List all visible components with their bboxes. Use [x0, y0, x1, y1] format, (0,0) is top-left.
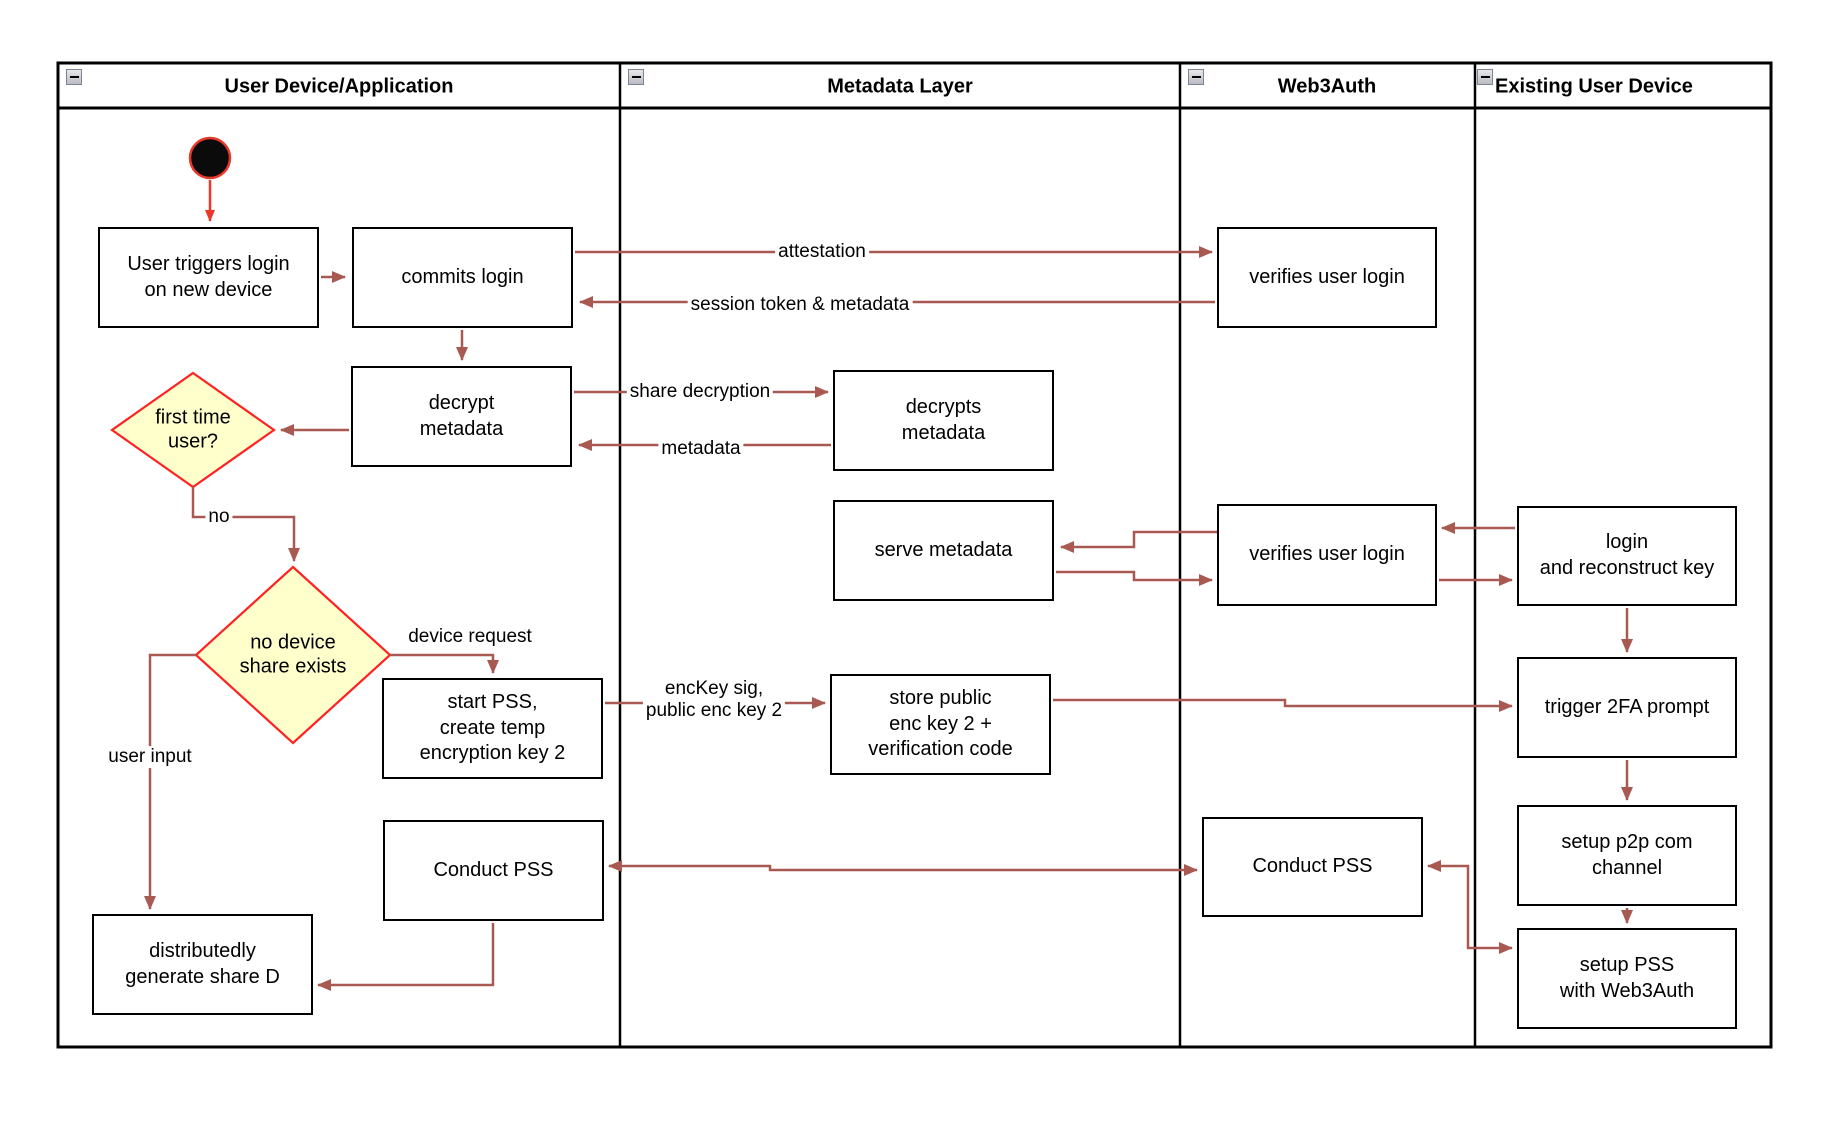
edge-label-metadata: metadata — [658, 438, 744, 460]
edge-conduct-w3a-setup-pss[interactable] — [1427, 860, 1513, 954]
edge-first-time-no-path[interactable] — [191, 487, 300, 562]
edge-label-device-request: device request — [408, 626, 532, 648]
collapse-icon[interactable] — [1188, 69, 1204, 85]
edge-label-share-decryption: share decryption — [626, 381, 774, 403]
node-verifies-user-login-2[interactable]: verifies user login — [1217, 504, 1437, 606]
edge-serve-to-verifies2[interactable] — [1056, 570, 1213, 586]
node-trigger-2fa-prompt[interactable]: trigger 2FA prompt — [1517, 657, 1737, 758]
edge-device-request[interactable] — [390, 653, 499, 674]
node-serve-metadata[interactable]: serve metadata — [833, 500, 1054, 601]
node-setup-p2p-channel[interactable]: setup p2p com channel — [1517, 805, 1737, 906]
lane-title-existing-user-device: Existing User Device — [1495, 75, 1693, 98]
edge-conduct-pss-link[interactable] — [608, 860, 1198, 876]
node-setup-pss-web3auth[interactable]: setup PSS with Web3Auth — [1517, 928, 1737, 1029]
label-first-time-user: first time user? — [155, 406, 231, 453]
start-node[interactable] — [188, 136, 232, 180]
label-no-device-share: no device share exists — [239, 631, 347, 678]
node-start-pss[interactable]: start PSS, create temp encryption key 2 — [382, 678, 603, 779]
decision-no-device-share[interactable] — [194, 565, 392, 745]
edge-label-enckey: encKey sig, public enc key 2 — [642, 678, 786, 722]
edge-conduct-to-distgen[interactable] — [317, 923, 495, 991]
lane-title-metadata-layer: Metadata Layer — [827, 75, 973, 98]
node-login-reconstruct-key[interactable]: login and reconstruct key — [1517, 506, 1737, 606]
collapse-icon[interactable] — [1477, 69, 1493, 85]
lane-title-web3auth: Web3Auth — [1277, 75, 1377, 98]
node-conduct-pss-user[interactable]: Conduct PSS — [383, 820, 604, 921]
edge-user-input[interactable] — [144, 653, 196, 910]
edge-label-attestation: attestation — [775, 241, 869, 263]
edge-label-session-token: session token & metadata — [687, 294, 913, 316]
lane-title-user-device: User Device/Application — [224, 75, 454, 98]
node-conduct-pss-web3auth[interactable]: Conduct PSS — [1202, 817, 1423, 917]
collapse-icon[interactable] — [628, 69, 644, 85]
edge-store-to-2fa[interactable] — [1053, 698, 1513, 712]
edge-label-user-input: user input — [105, 746, 195, 768]
edge-verifies2-to-serve[interactable] — [1060, 530, 1217, 553]
node-distributedly-generate-share[interactable]: distributedly generate share D — [92, 914, 313, 1015]
edge-label-no: no — [205, 506, 233, 528]
node-store-public-enc-key[interactable]: store public enc key 2 + verification co… — [830, 674, 1051, 775]
collapse-icon[interactable] — [66, 69, 82, 85]
node-user-triggers-login[interactable]: User triggers login on new device — [98, 227, 319, 328]
node-commits-login[interactable]: commits login — [352, 227, 573, 328]
node-verifies-user-login-1[interactable]: verifies user login — [1217, 227, 1437, 328]
node-decrypts-metadata[interactable]: decrypts metadata — [833, 370, 1054, 471]
node-decrypt-metadata[interactable]: decrypt metadata — [351, 366, 572, 467]
